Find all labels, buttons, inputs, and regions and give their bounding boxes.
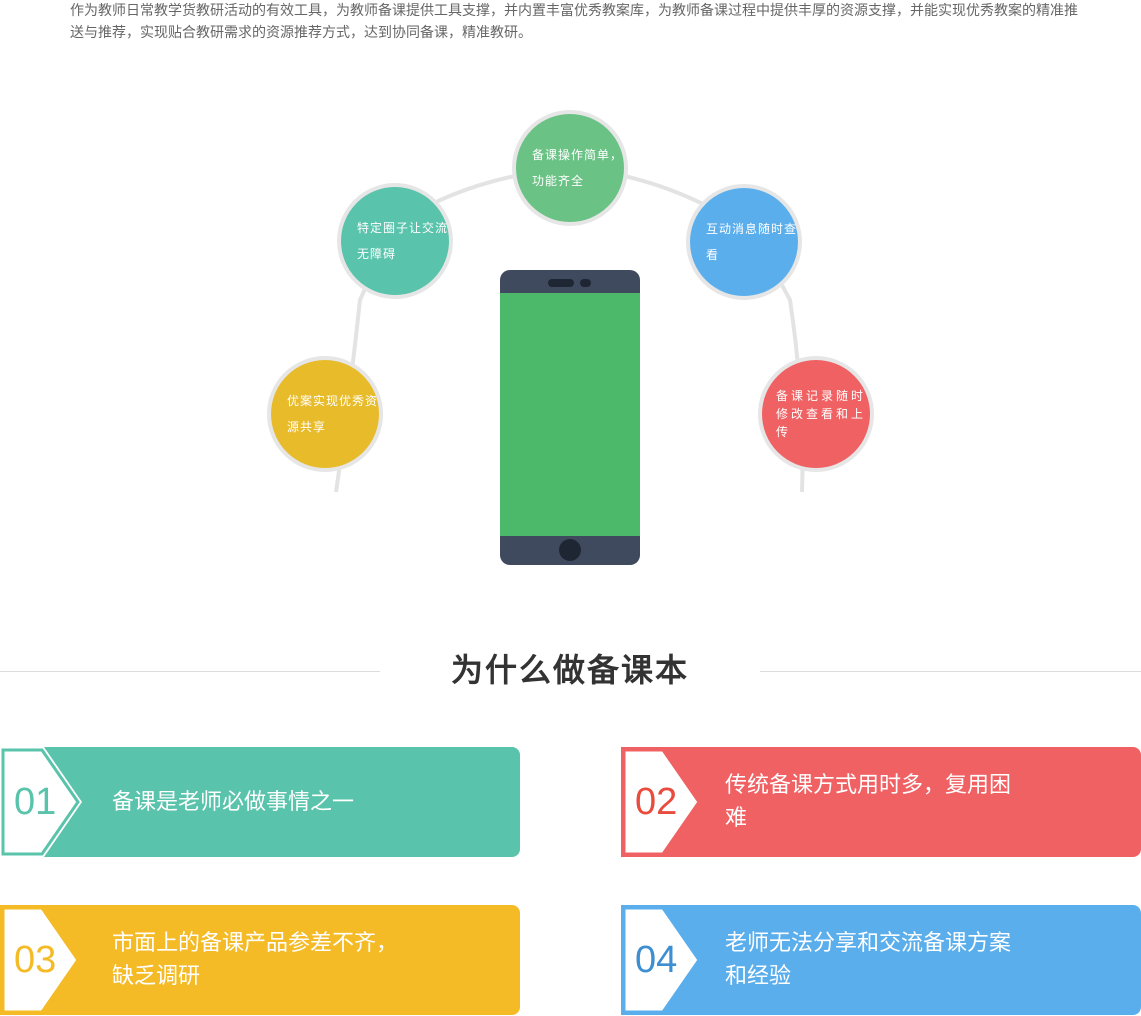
chevron-tab-shape <box>622 748 701 856</box>
reason-text: 备课是老师必做事情之一 <box>112 789 355 815</box>
reason-text: 市面上的备课产品参差不齐，缺乏调研 <box>112 931 399 989</box>
reason-text: 老师无法分享和交流备课方案和经验 <box>725 931 1012 989</box>
feature-text: 互动消息随时查看 <box>706 222 798 262</box>
reason-number: 02 <box>635 781 678 823</box>
feature-bubble-records: 备课记录随时修改查看和上传 <box>758 356 874 472</box>
section-divider-left <box>0 671 380 672</box>
reason-number-tab <box>621 747 703 857</box>
phone-speaker <box>548 279 574 287</box>
feature-text: 优案实现优秀资源共享 <box>287 394 379 434</box>
feature-bubble-simple-operation: 备课操作简单，功能齐全 <box>512 110 628 226</box>
feature-text: 备课操作简单，功能齐全 <box>532 148 624 188</box>
reason-text: 传统备课方式用时多，复用困难 <box>725 773 1012 831</box>
phone-home-button <box>559 539 581 561</box>
phone-illustration <box>500 270 640 565</box>
reason-number-tab <box>0 905 82 1015</box>
feature-bubble-messages: 互动消息随时查看 <box>686 184 802 300</box>
reason-card-04: 04 老师无法分享和交流备课方案和经验 <box>621 905 1141 1015</box>
feature-bubble-circle-chat: 特定圈子让交流无障碍 <box>337 183 453 299</box>
reason-card-02: 02 传统备课方式用时多，复用困难 <box>621 747 1141 857</box>
reason-card-03: 03 市面上的备课产品参差不齐，缺乏调研 <box>0 905 520 1015</box>
feature-diagram: 备课操作简单，功能齐全 特定圈子让交流无障碍 互动消息随时查看 优案实现优秀资源… <box>267 110 874 565</box>
phone-camera <box>580 279 591 287</box>
reason-card-01: 01 备课是老师必做事情之一 <box>0 747 520 857</box>
section-divider-right <box>760 671 1141 672</box>
reason-number-tab <box>0 747 82 857</box>
section-title: 为什么做备课本 <box>450 651 689 689</box>
feature-text: 备课记录随时修改查看和上传 <box>776 389 867 439</box>
reason-number: 01 <box>14 781 57 823</box>
reason-number: 04 <box>635 939 678 981</box>
reason-number-tab <box>621 905 703 1015</box>
phone-screen <box>500 293 640 536</box>
intro-paragraph: 作为教师日常教学货教研活动的有效工具，为教师备课提供工具支撑，并内置丰富优秀教案… <box>70 3 1078 41</box>
chevron-tab-shape <box>0 747 82 857</box>
feature-text: 特定圈子让交流无障碍 <box>357 221 449 261</box>
reason-number: 03 <box>14 939 57 981</box>
feature-bubble-resource-share: 优案实现优秀资源共享 <box>267 356 383 472</box>
chevron-tab-shape <box>622 906 701 1014</box>
chevron-tab-shape <box>1 906 80 1014</box>
